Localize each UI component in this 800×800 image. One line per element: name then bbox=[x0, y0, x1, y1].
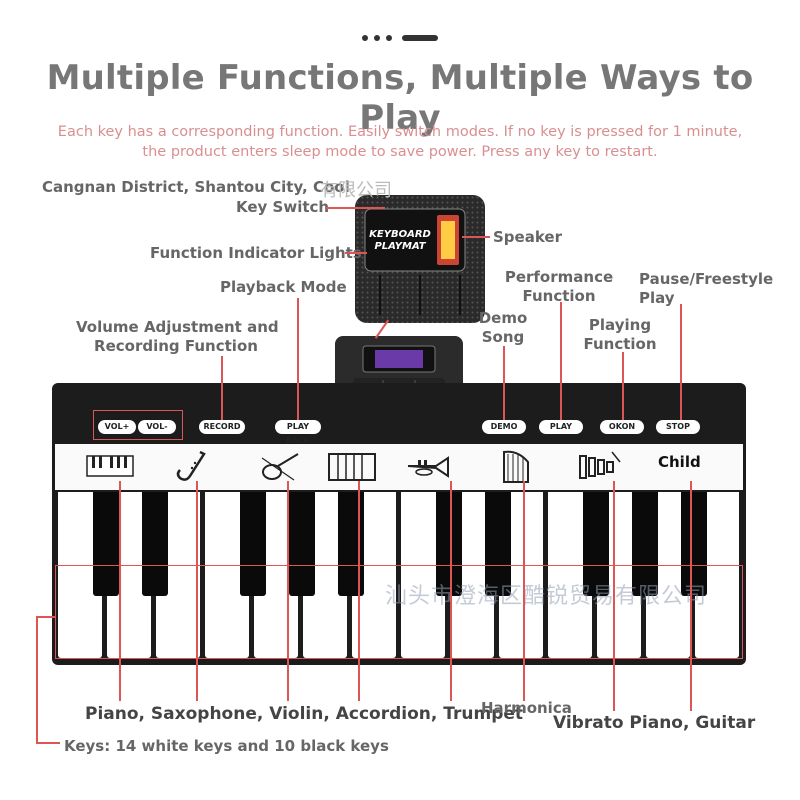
page-title: Multiple Functions, Multiple Ways to Pla… bbox=[46, 58, 754, 138]
black-key[interactable] bbox=[681, 492, 707, 596]
playing-line: Playing bbox=[588, 316, 652, 334]
stop-line bbox=[680, 304, 682, 420]
dot bbox=[374, 35, 380, 41]
pause-label: Pause/Freestyle Play bbox=[639, 270, 773, 308]
page-indicator bbox=[362, 34, 442, 42]
accordion-icon[interactable] bbox=[326, 448, 378, 486]
volume-line: Recording Function bbox=[94, 337, 258, 355]
stop-button[interactable]: STOP bbox=[656, 420, 700, 434]
performance-line: Function bbox=[522, 287, 596, 305]
harmonica-label: Harmonica bbox=[481, 699, 572, 717]
subtitle-line: the product enters sleep mode to save po… bbox=[142, 144, 658, 160]
demo-label: Demo Song bbox=[474, 309, 532, 347]
playback-mode-label: Playback Mode bbox=[220, 278, 347, 296]
key-switch-line bbox=[325, 207, 385, 209]
black-key[interactable] bbox=[93, 492, 119, 596]
keys-line-h2 bbox=[36, 742, 60, 744]
record-button[interactable]: RECORD bbox=[199, 420, 245, 434]
play-line bbox=[560, 302, 562, 420]
watermark: 汕头市澄海区酷锐贸易有限公司 bbox=[385, 584, 708, 609]
trumpet-icon[interactable] bbox=[402, 448, 454, 486]
sax-line bbox=[196, 481, 198, 701]
okon-button[interactable]: OKON bbox=[600, 420, 644, 434]
playing-line: Function bbox=[583, 335, 657, 353]
subtitle-line: Each key has a corresponding function. E… bbox=[57, 124, 743, 140]
performance-line: Performance bbox=[504, 268, 614, 286]
dot bbox=[362, 35, 368, 41]
demo-line: Demo bbox=[478, 309, 528, 327]
company-overlap: 有限公司 bbox=[320, 180, 392, 201]
volume-line: Volume Adjustment and bbox=[76, 318, 279, 336]
performance-label: Performance Function bbox=[500, 268, 618, 306]
accordion-line bbox=[358, 481, 360, 701]
vibrato-line bbox=[613, 481, 615, 711]
speaker-label: Speaker bbox=[493, 228, 562, 246]
keys-label: Keys: 14 white keys and 10 black keys bbox=[64, 737, 389, 755]
keys-highlight bbox=[55, 565, 743, 659]
black-key[interactable] bbox=[436, 492, 462, 596]
keys-line-v bbox=[36, 616, 38, 744]
child-label[interactable]: Child bbox=[658, 453, 701, 471]
black-key[interactable] bbox=[338, 492, 364, 596]
black-key[interactable] bbox=[289, 492, 315, 596]
black-key[interactable] bbox=[485, 492, 511, 596]
instrument-strip bbox=[55, 444, 743, 490]
black-key[interactable] bbox=[583, 492, 609, 596]
guitar-line bbox=[690, 481, 692, 711]
demo-line bbox=[503, 346, 505, 420]
speaker-device-art bbox=[355, 195, 485, 323]
black-key[interactable] bbox=[142, 492, 168, 596]
xylophone-icon[interactable] bbox=[574, 448, 626, 486]
key-switch-label: Key Switch bbox=[236, 198, 330, 216]
piano-line bbox=[119, 481, 121, 701]
harp-icon[interactable] bbox=[490, 448, 542, 486]
function-lights-label: Function Indicator Lights bbox=[150, 244, 362, 262]
violin-icon[interactable] bbox=[254, 448, 306, 486]
vol-plus-button[interactable]: VOL+ bbox=[98, 420, 136, 434]
subtitle: Each key has a corresponding function. E… bbox=[20, 122, 780, 162]
playing-label: Playing Function bbox=[580, 316, 660, 354]
black-key[interactable] bbox=[632, 492, 658, 596]
record-line bbox=[221, 356, 223, 420]
volume-label: Volume Adjustment and Recording Function bbox=[76, 318, 279, 356]
playback-line bbox=[297, 298, 299, 420]
demo-button[interactable]: DEMO bbox=[482, 420, 526, 434]
violin-line bbox=[287, 481, 289, 701]
trumpet-line bbox=[450, 481, 452, 701]
harmonica-line bbox=[523, 481, 525, 701]
playback-button[interactable]: PLAY BACK bbox=[275, 420, 321, 445]
dot bbox=[386, 35, 392, 41]
saxophone-icon[interactable] bbox=[168, 448, 220, 486]
speaker-line bbox=[462, 236, 490, 238]
speaker-device: KEYBOARD PLAYMAT bbox=[355, 195, 485, 323]
okon-line bbox=[622, 352, 624, 420]
pause-line: Pause/Freestyle bbox=[639, 270, 774, 288]
demo-line: Song bbox=[481, 328, 525, 346]
company-label: Cangnan District, Shantou City, Cool bbox=[42, 178, 350, 196]
black-key[interactable] bbox=[240, 492, 266, 596]
vol-minus-button[interactable]: VOL- bbox=[138, 420, 176, 434]
keys-line-h bbox=[36, 616, 56, 618]
volume-highlight bbox=[93, 410, 183, 440]
instruments-right-label: Vibrato Piano, Guitar bbox=[553, 713, 756, 733]
piano-icon[interactable] bbox=[84, 448, 136, 486]
dot-active bbox=[402, 35, 438, 41]
play-button[interactable]: PLAY bbox=[539, 420, 583, 434]
device-screen-text: KEYBOARD PLAYMAT bbox=[369, 229, 431, 252]
lights-line bbox=[345, 252, 367, 254]
pause-line: Play bbox=[639, 289, 675, 307]
instruments-left-label: Piano, Saxophone, Violin, Accordion, Tru… bbox=[85, 704, 524, 724]
